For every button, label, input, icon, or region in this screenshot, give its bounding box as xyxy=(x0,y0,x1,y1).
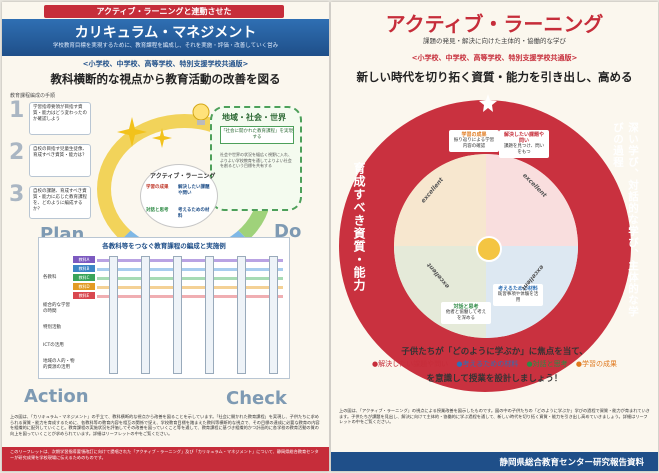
step-number: 1 xyxy=(9,98,25,123)
quadrant-title: 考えるための材料 xyxy=(498,286,538,292)
cycle-action: Action xyxy=(24,386,89,407)
top-pill: アクティブ・ラーニングと連動させた xyxy=(44,5,284,18)
caption-line-2: を意識して授業を設計しましょう！ xyxy=(426,374,563,384)
quadrant-card: 考えるための材料 既習事項や体験を活用 xyxy=(493,284,543,306)
grid-column xyxy=(141,256,150,374)
grid-column xyxy=(205,256,214,374)
sparkle-icon xyxy=(117,117,147,147)
step-text: 自校の目指す児童生徒像、育成すべき資質・能力は？ xyxy=(29,144,91,177)
legend-item: ●対話と思考 xyxy=(526,360,568,368)
quadrant xyxy=(394,246,486,338)
schools-label: <小学校、中学校、高等学校、特別支援学校共通版> xyxy=(82,60,249,68)
grid-band xyxy=(97,277,283,280)
grid-column xyxy=(109,256,118,374)
active-learning-bubble xyxy=(140,164,218,228)
star-icon xyxy=(479,94,497,112)
grid-row-label: 各教科 xyxy=(43,275,57,280)
center-core xyxy=(476,236,502,262)
schools-label: <小学校、中学校、高等学校、特別支援学校共通版> xyxy=(411,54,578,62)
ring-text-right: 深い学び、対話的な学び、主体的な学びの過程 xyxy=(612,122,639,318)
al-item: 学習の成果 xyxy=(146,185,169,190)
quadrant-card: 学習の成果 振り返りによる学習内容の確認 xyxy=(449,130,499,152)
footer-band xyxy=(2,447,329,471)
left-page: アクティブ・ラーニングと連動させた カリキュラム・マネジメント 学校教育目標を実… xyxy=(2,2,329,471)
region-title: 地域・社会・世界 xyxy=(222,113,286,122)
al-item: 解決したい課題や問い xyxy=(178,185,210,196)
footer-text: このリーフレットは、次期学習指導要領改訂に向けて提唱された「アクティブ・ラーニン… xyxy=(10,449,319,460)
body-text: 上の図は、「アクティブ・ラーニング」の視点による授業改善を図示したものです。図の… xyxy=(339,408,650,425)
title-band xyxy=(2,19,329,56)
subject-cell: 教科B xyxy=(73,265,95,272)
subject-cell: 教科A xyxy=(73,256,95,263)
footer-text: 静岡県総合教育センター研究報告資料 xyxy=(499,458,644,468)
region-subtitle: 「社会に開かれた教育課程」を実現する xyxy=(220,126,294,144)
ring-text-left: 育成すべき資質・能力 xyxy=(352,162,366,292)
step-text: 学習指導要領が目指す資質・能力はどう変わったのか確認しよう xyxy=(29,102,91,135)
page-subtitle: 課題の発見・解決に向けた主体的・協働的な学び xyxy=(423,37,566,45)
quadrant-title: 対話と思考 xyxy=(453,304,479,310)
curriculum-grid: 各教科等をつなぐ教育課程の編成と実施例 各教科 総合的な学習の時間 特別活動 I… xyxy=(38,237,290,379)
subject-cell: 教科D xyxy=(73,283,95,290)
lightbulb-icon xyxy=(192,103,210,125)
grid-band xyxy=(97,286,283,289)
grid-row-label: ICTの活用 xyxy=(43,343,64,348)
region-box xyxy=(210,106,302,211)
grid-band xyxy=(97,268,283,271)
legend-item: ●解決したい課題や問い xyxy=(372,360,449,368)
footer-band xyxy=(331,452,658,471)
grid-row-label: 地域の人的・物的資源の活用 xyxy=(43,359,75,370)
step-text: 自校の課題、育成すべき資質・能力に応じた教育課程を、どのように編成するか？ xyxy=(29,186,91,219)
step-number: 3 xyxy=(9,182,25,207)
right-page: アクティブ・ラーニング 課題の発見・解決に向けた主体的・協働的な学び <小学校、… xyxy=(331,2,658,471)
caption-line-1: 子供たちが「どのように学ぶか」に焦点を当て、 xyxy=(401,347,588,357)
cycle-check: Check xyxy=(226,388,287,409)
page-subtitle: 学校教育目標を実現するために、教育課程を編成し、それを実施・評価・改善していく営… xyxy=(52,43,279,49)
quadrant-text: 振り返りによる学習内容の確認 xyxy=(453,138,495,149)
quadrant-title: 解決したい課題や問い xyxy=(503,132,544,144)
grid-band xyxy=(97,295,283,298)
grid-column xyxy=(269,256,278,374)
grid-column xyxy=(237,256,246,374)
quadrant-text: 課題を見つけ、問いをもつ xyxy=(503,144,545,155)
cycle-do: Do xyxy=(274,221,302,242)
step-number: 2 xyxy=(9,140,25,165)
page-title: カリキュラム・マネジメント xyxy=(74,25,257,41)
sparkle-icon xyxy=(152,128,172,148)
al-item: 対話と思考 xyxy=(146,208,169,213)
grid-title: 各教科等をつなぐ教育課程の編成と実施例 xyxy=(102,242,226,250)
subject-cell: 教科E xyxy=(73,292,95,299)
quadrant-card: 解決したい課題や問い 課題を見つけ、問いをもつ xyxy=(499,130,549,158)
process-label: 教育課程編成の手順 xyxy=(10,93,56,99)
grid-row-label: 特別活動 xyxy=(43,325,61,330)
active-learning-label: アクティブ・ラーニング xyxy=(150,173,216,180)
grid-row-label: 総合的な学習の時間 xyxy=(43,303,70,314)
quadrant-title: 学習の成果 xyxy=(461,132,487,138)
quadrant-text: 他者と協働して考えを深める xyxy=(445,310,487,321)
page-title: アクティブ・ラーニング xyxy=(385,12,604,36)
quadrant-card: 対話と思考 他者と協働して考えを深める xyxy=(441,302,491,324)
quadrant xyxy=(486,154,578,246)
legend-row: ●解決したい課題や問い ●考えるための材料 ●対話と思考 ●学習の成果 xyxy=(331,359,658,369)
region-note: 社会や世界の状況を幅広く視野に入れ、よりよい学校教育を通してよりよい社会を創ると… xyxy=(220,152,293,168)
section-heading: 教科横断的な視点から教育活動の改善を図る xyxy=(50,72,281,86)
grid-band xyxy=(97,259,283,262)
subject-cell: 教科C xyxy=(73,274,95,281)
quadrant-text: 既習事項や体験を活用 xyxy=(497,292,539,303)
quadrant xyxy=(394,154,486,246)
al-item: 考えるための材料 xyxy=(178,208,210,219)
section-heading: 新しい時代を切り拓く資質・能力を引き出し、高める xyxy=(356,70,633,84)
legend-item: ●考えるための材料 xyxy=(456,360,519,368)
body-text: 上の図は、「カリキュラム・マネジメント」の手立て、教科横断的な視点から改善を図る… xyxy=(10,414,320,436)
grid-column xyxy=(173,256,182,374)
legend-item: ●学習の成果 xyxy=(575,360,617,368)
